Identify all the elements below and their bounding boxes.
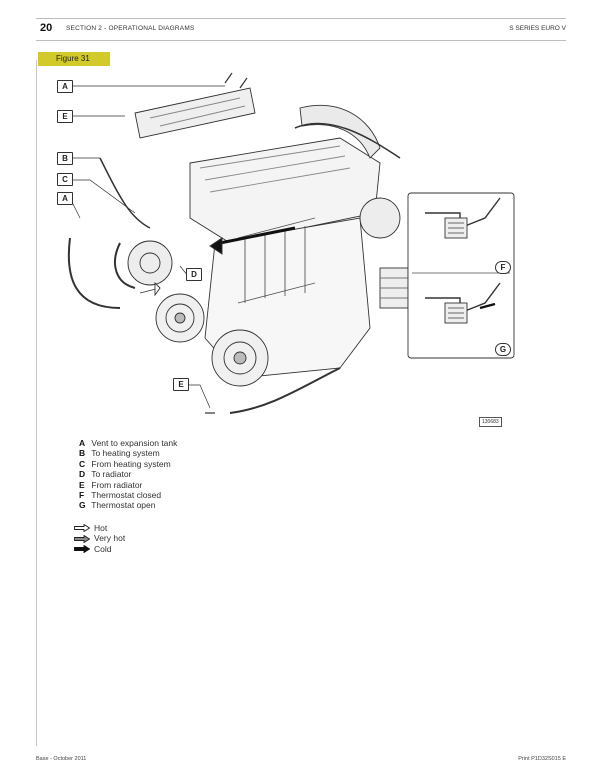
callout-d: D — [186, 268, 202, 281]
legend-text: Thermostat open — [91, 500, 156, 511]
legend-item: D To radiator — [79, 469, 177, 479]
legend-item: G Thermostat open — [79, 500, 177, 510]
legend-text: Vent to expansion tank — [91, 438, 178, 448]
flow-key-label: Very hot — [94, 533, 126, 544]
legend-item: C From heating system — [79, 459, 177, 469]
legend-text: Thermostat closed — [91, 490, 162, 501]
flow-key-item: Very hot — [74, 533, 125, 543]
figure-number: 130683 — [479, 417, 502, 427]
legend-text: To heating system — [91, 448, 160, 459]
legend-text: From heating system — [91, 458, 171, 469]
legend: A Vent to expansion tank B To heating sy… — [79, 438, 177, 511]
legend-item: B To heating system — [79, 448, 177, 458]
legend-key: C — [79, 458, 86, 469]
hollow-arrow-icon — [74, 524, 90, 533]
legend-key: D — [79, 469, 86, 480]
callout-f: F — [495, 261, 511, 274]
header-top-rule — [36, 18, 566, 19]
callout-a-top: A — [57, 80, 73, 93]
legend-item: A Vent to expansion tank — [79, 438, 177, 448]
series-title: S SERIES EURO V — [509, 25, 566, 32]
footer-right: Print P1D32S015 E — [518, 756, 566, 762]
callout-c: C — [57, 173, 73, 186]
legend-text: From radiator — [91, 479, 143, 490]
solid-arrow-icon — [74, 544, 90, 553]
margin-rule — [36, 60, 37, 746]
footer-left: Base - October 2011 — [36, 756, 87, 762]
header-bottom-rule — [36, 40, 566, 41]
hatched-arrow-icon — [74, 534, 90, 543]
flow-key: Hot Very hot Cold — [74, 523, 125, 554]
callout-g: G — [495, 343, 511, 356]
flow-key-item: Cold — [74, 544, 125, 554]
callout-b: B — [57, 152, 73, 165]
legend-item: E From radiator — [79, 480, 177, 490]
legend-text: To radiator — [91, 469, 132, 480]
legend-item: F Thermostat closed — [79, 490, 177, 500]
legend-key: E — [79, 479, 85, 490]
legend-key: A — [79, 438, 86, 448]
callout-a-left: A — [57, 192, 73, 205]
callout-e-bottom: E — [173, 378, 189, 391]
figure-label: Figure 31 — [38, 52, 110, 66]
legend-key: F — [79, 490, 85, 501]
flow-key-label: Cold — [94, 543, 112, 554]
engine-cooling-diagram: A E B C A D E F G — [40, 68, 530, 428]
flow-key-item: Hot — [74, 523, 125, 533]
legend-key: B — [79, 448, 86, 459]
engine-illustration — [67, 72, 515, 414]
flow-key-label: Hot — [94, 523, 108, 533]
page-number: 20 — [40, 22, 53, 34]
callout-e-top: E — [57, 110, 73, 123]
section-title: SECTION 2 - OPERATIONAL DIAGRAMS — [66, 25, 195, 32]
legend-key: G — [79, 500, 86, 511]
